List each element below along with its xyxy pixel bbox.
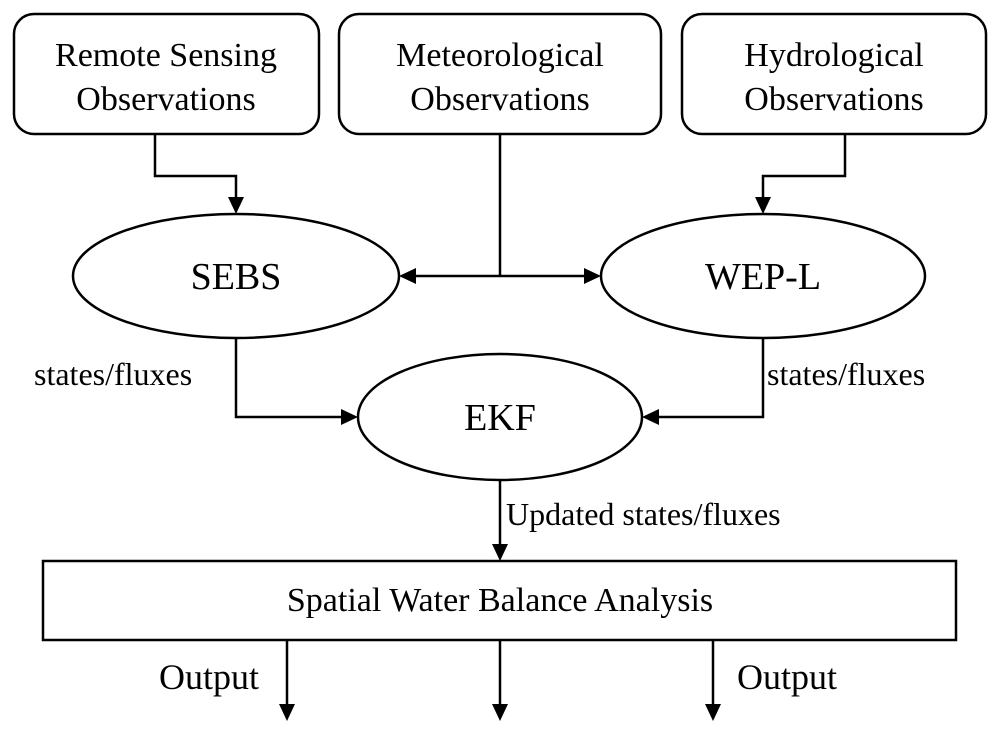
hydrological-to-wepl-arrow	[755, 134, 847, 214]
output-right-arrow	[705, 640, 721, 721]
wepl-label: WEP-L	[705, 256, 821, 298]
ekf-label: EKF	[464, 397, 536, 439]
hydrological-line2: Observations	[744, 81, 923, 118]
ekf-node: EKF	[356, 352, 644, 482]
meteorological-line1: Meteorological	[396, 37, 604, 74]
output-right-label: Output	[737, 657, 837, 697]
meteorological-observations-box: Meteorological Observations	[337, 12, 663, 136]
hydrological-line1: Hydrological	[744, 37, 923, 74]
output-left-arrow	[279, 640, 295, 721]
remote-sensing-observations-box: Remote Sensing Observations	[12, 12, 321, 136]
remote-sensing-line2: Observations	[76, 81, 255, 118]
updated-states-fluxes-label: Updated states/fluxes	[506, 496, 781, 532]
sebs-label: SEBS	[191, 256, 282, 298]
sebs-node: SEBS	[71, 212, 401, 340]
remote-sensing-to-sebs-arrow	[153, 134, 244, 214]
output-left-label: Output	[159, 657, 259, 697]
meteorological-line2: Observations	[410, 81, 589, 118]
sebs-to-ekf-arrow	[234, 338, 358, 425]
hydrological-observations-box: Hydrological Observations	[680, 12, 988, 136]
wepl-node: WEP-L	[599, 212, 927, 340]
spatial-water-balance-analysis-box: Spatial Water Balance Analysis	[41, 559, 958, 642]
meteorological-to-models-arrow	[399, 134, 601, 284]
wepl-states-fluxes-label: states/fluxes	[767, 356, 925, 392]
wepl-to-ekf-arrow	[642, 338, 765, 425]
sebs-states-fluxes-label: states/fluxes	[34, 356, 192, 392]
remote-sensing-line1: Remote Sensing	[55, 37, 277, 74]
analysis-label: Spatial Water Balance Analysis	[287, 582, 713, 619]
output-center-arrow	[492, 640, 508, 721]
ekf-to-analysis-arrow	[492, 480, 508, 561]
